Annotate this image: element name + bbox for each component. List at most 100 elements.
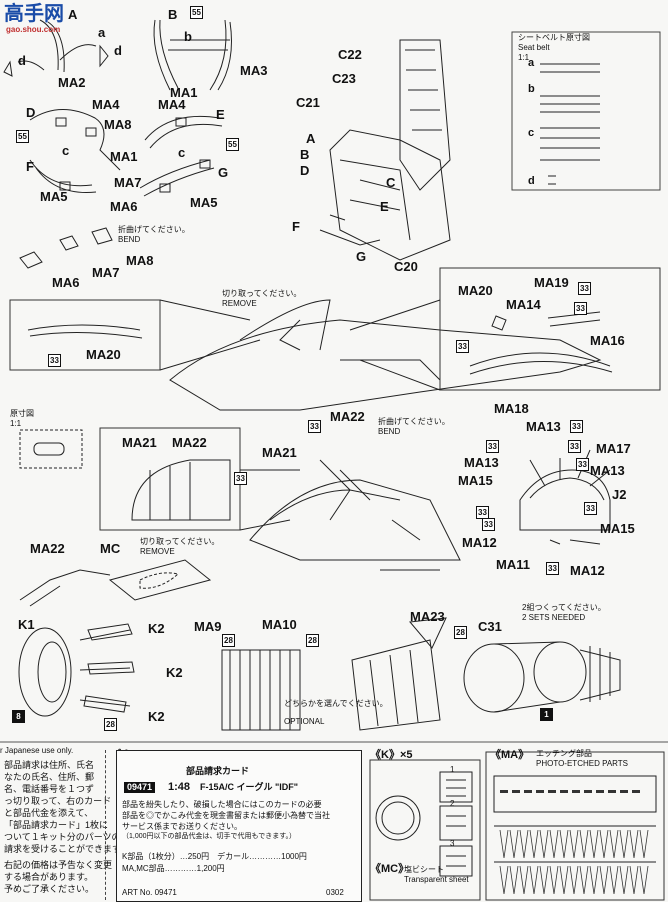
watermark-url: gao.shou.com: [6, 25, 61, 34]
label-seat-E: E: [380, 199, 389, 214]
remove-en: REMOVE: [222, 299, 257, 308]
label-bend-MA8: MA8: [126, 253, 154, 268]
footer-line-7: 請求を受けることができます。: [4, 844, 130, 854]
callout-28-d: 28: [454, 626, 467, 639]
footer-line-0: 部品請求は住所、氏名: [4, 760, 95, 770]
footer-line-4: と部品代金を添えて、: [4, 808, 94, 818]
callout-28-c: 28: [306, 634, 319, 647]
label-MA5-b: MA5: [190, 195, 218, 210]
label-MA20: MA20: [458, 283, 493, 298]
label-canopy-MA22: MA22: [30, 541, 65, 556]
bend-en-2: BEND: [378, 427, 401, 436]
k-part-1: 1: [450, 765, 455, 774]
label-MA8: MA8: [104, 117, 132, 132]
footer-line-6: ついて１キット分のパーツの: [4, 832, 121, 842]
label-K2-c: K2: [148, 709, 165, 724]
callout-1: 1: [540, 708, 553, 721]
label-MA14: MA14: [506, 297, 541, 312]
label-MA1-top: MA1: [170, 85, 198, 100]
callout-33-left: 33: [48, 354, 61, 367]
label-MA15-a: MA15: [458, 473, 493, 488]
label-d2: d: [114, 43, 122, 58]
label-c1: c: [62, 143, 70, 158]
label-MA21-b: MA21: [262, 445, 297, 460]
label-MA16: MA16: [590, 333, 625, 348]
label-MA4-b: MA4: [158, 97, 186, 112]
label-C23: C23: [332, 71, 356, 86]
c31-part: [463, 643, 525, 713]
label-K2-a: K2: [148, 621, 165, 636]
label-K1: K1: [18, 617, 35, 632]
callout-33-c: 33: [574, 302, 587, 315]
template-title: 原寸図: [10, 409, 34, 418]
footer-line-10: 予めご了承ください。: [4, 884, 95, 894]
bend-jp-2: 折曲げてください。: [378, 417, 450, 426]
callout-33-bh-8: 33: [584, 502, 597, 515]
footer-japan-only: r Japanese use only.: [0, 746, 74, 755]
price-line-1: MA,MC部品…………1,200円: [122, 864, 225, 873]
sets-jp: 2組つくってください。: [522, 603, 606, 612]
label-MA18: MA18: [494, 401, 529, 416]
label-MA13-c: MA13: [590, 463, 625, 478]
label-a: a: [98, 25, 106, 40]
label-MA21-a: MA21: [122, 435, 157, 450]
label-MA4-a: MA4: [92, 97, 120, 112]
remove-en-2: REMOVE: [140, 547, 175, 556]
bend-en: BEND: [118, 235, 141, 244]
callout-33-cockpit-b: 33: [308, 420, 321, 433]
label-b: b: [184, 29, 192, 44]
label-MA22-a: MA22: [172, 435, 207, 450]
callout-33-cockpit: 33: [234, 472, 247, 485]
label-seat-D: D: [300, 163, 310, 178]
card-title: 部品請求カード: [186, 766, 250, 776]
label-MA10: MA10: [262, 617, 297, 632]
label-MA9: MA9: [194, 619, 222, 634]
label-MA12-a: MA12: [462, 535, 497, 550]
label-MA6: MA6: [110, 199, 138, 214]
label-C21: C21: [296, 95, 320, 110]
callout-55-b: 55: [16, 130, 29, 143]
callout-33-bh-2: 33: [570, 420, 583, 433]
seat-back-c22: [399, 39, 451, 191]
product-code: 09471: [124, 782, 156, 794]
callout-33-bh-1: 33: [486, 440, 499, 453]
product-scale: 1:48: [168, 781, 191, 793]
label-MA13-b: MA13: [464, 455, 499, 470]
optional-jp: どちらかを選んでください。: [284, 699, 388, 708]
callout-55-c: 55: [226, 138, 239, 151]
label-MC: MC: [100, 541, 121, 556]
label-D: D: [26, 105, 36, 120]
label-C22: C22: [338, 47, 362, 62]
card-text-0: 部品を紛失したり、破損した場合にはこのカードの必要: [122, 800, 322, 809]
label-C31: C31: [478, 619, 502, 634]
template-scale: 1:1: [10, 419, 22, 428]
callout-55-a: 55: [190, 6, 203, 19]
bend-jp: 折曲げてください。: [118, 225, 190, 234]
cut-line: [105, 750, 106, 900]
label-MA23: MA23: [410, 609, 445, 624]
parts-request-card: [116, 750, 362, 902]
etched-title: 《MA》: [490, 749, 530, 761]
etched-en: PHOTO-ETCHED PARTS: [536, 759, 629, 768]
mc-jp: 塩ビシート: [404, 865, 444, 874]
label-J2: J2: [612, 487, 627, 502]
footer-line-8: 右記の価格は予告なく変更: [4, 860, 113, 870]
label-MA22: MA22: [330, 409, 365, 424]
label-seat-A: A: [306, 131, 316, 146]
label-seat-G: G: [356, 249, 367, 264]
label-MA5-a: MA5: [40, 189, 68, 204]
label-K2-b: K2: [166, 665, 183, 680]
mc-sheet: [108, 559, 212, 601]
remove-jp: 切り取ってください。: [222, 289, 302, 298]
product-name: F-15A/C イーグル "IDF": [200, 782, 299, 792]
seatbelt-title-en: Seat belt: [518, 43, 550, 52]
k1-nozzle: [18, 627, 72, 717]
seatbelt-label-b: b: [528, 83, 535, 95]
footer-line-3: っ切り取って、右のカード: [4, 796, 112, 806]
label-seat-F: F: [292, 219, 300, 234]
art-number: ART No. 09471: [122, 888, 177, 897]
remove-jp-2: 切り取ってください。: [140, 537, 220, 546]
label-MA20-left: MA20: [86, 347, 121, 362]
label-A: A: [68, 7, 78, 22]
print-code: 0302: [326, 888, 344, 897]
